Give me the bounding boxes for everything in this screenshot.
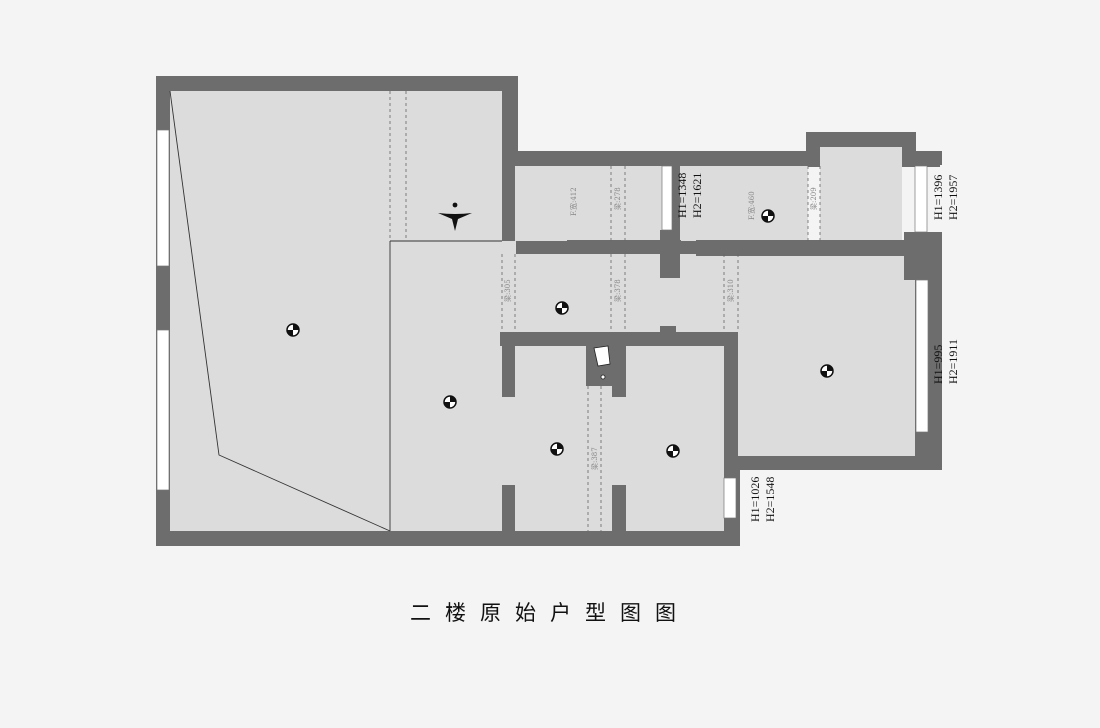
- window-west-1: [156, 129, 170, 267]
- small-label: 梁:209: [809, 187, 818, 210]
- window-dim-h2: H2=1548: [763, 477, 777, 522]
- door-gap-s2: [612, 397, 626, 485]
- small-label: 梁:378: [613, 279, 622, 302]
- interior-walls: [500, 230, 942, 470]
- bath-floor-2: [588, 386, 612, 531]
- small-label: 梁:278: [613, 187, 622, 210]
- small-label: 梁:310: [726, 279, 735, 302]
- window-dim-h1: H1=1348: [675, 173, 689, 218]
- light-marker-icon: [286, 323, 300, 337]
- large-room-lines: [169, 90, 502, 532]
- window-dim-h2: H2=1957: [946, 175, 960, 220]
- window-ne: [914, 165, 928, 233]
- room-c: [626, 346, 724, 531]
- window-dim-h1: H1=995: [931, 345, 945, 384]
- window-east: [915, 279, 929, 433]
- plan-title: 二楼原始户型图图: [410, 601, 690, 625]
- north-room-1: [515, 166, 667, 241]
- light-marker-icon: [820, 364, 834, 378]
- small-label: 梁:305: [503, 279, 512, 302]
- corridor-floor: [515, 254, 737, 332]
- light-markers: [286, 209, 834, 458]
- bath-floor: [515, 346, 588, 531]
- window-dim-h1: H1=1026: [748, 477, 762, 522]
- door-gap-north: [500, 241, 516, 254]
- light-marker-icon: [761, 209, 775, 223]
- light-marker-icon: [555, 301, 569, 315]
- large-room-floor: [170, 91, 502, 531]
- corridor-opening-2: [724, 254, 738, 332]
- window-dim-h2: H2=1911: [946, 339, 960, 384]
- small-label: 梁:387: [590, 447, 599, 470]
- window-dim-h2: H2=1621: [690, 173, 704, 218]
- window-west-2: [156, 329, 170, 491]
- light-marker-icon: [443, 395, 457, 409]
- small-labels: F.宽:412 F.宽:460 梁:278 梁:209 梁:305 梁:378 …: [503, 187, 818, 470]
- small-label: F.宽:460: [747, 191, 756, 220]
- entry-marker-icon: [438, 202, 472, 231]
- door-marker: [593, 345, 611, 380]
- window-dim-h1: H1=1396: [931, 175, 945, 220]
- door-gap-se: [500, 397, 516, 485]
- corridor-opening-1: [500, 254, 516, 332]
- light-marker-icon: [550, 442, 564, 456]
- window-dims: H1=1348 H2=1621 H1=1396 H2=1957 H1=995 H…: [675, 173, 960, 522]
- small-label: F.宽:412: [569, 187, 578, 216]
- window-se: [723, 477, 737, 519]
- light-marker-icon: [666, 444, 680, 458]
- north-room-3: [820, 147, 902, 241]
- windows: [156, 129, 929, 519]
- east-room: [738, 256, 915, 456]
- north-room-2: [680, 166, 808, 241]
- beam-lines: [389, 91, 821, 531]
- window-north: [661, 165, 673, 231]
